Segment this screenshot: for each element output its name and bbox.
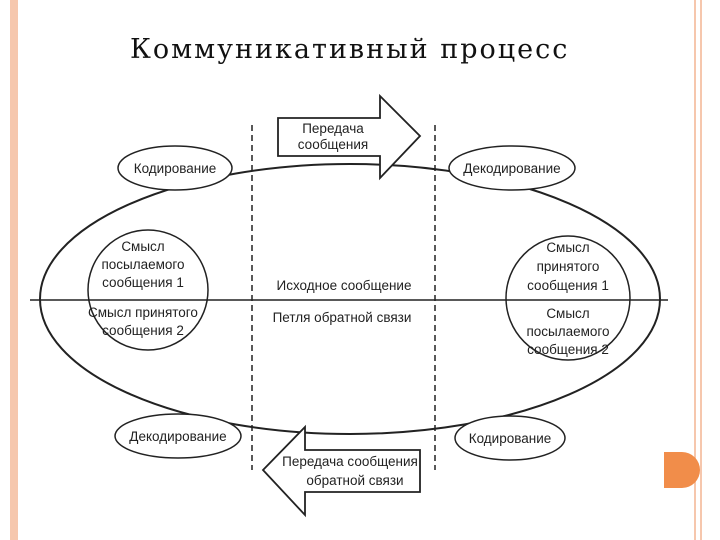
slide-title: Коммуникативный процесс: [130, 34, 570, 65]
arrow-forward-message: Передача сообщения: [277, 93, 422, 181]
process-cycle-ellipse: [39, 163, 661, 435]
arrow-forward-line-2: сообщения: [298, 137, 368, 152]
node-label: Кодирование: [134, 161, 217, 176]
node-encoding-top-left: Кодирование: [117, 145, 233, 191]
left-upper-line-2: посылаемого: [101, 257, 184, 272]
node-label: Кодирование: [469, 431, 552, 446]
node-meaning-left: Смысл посылаемого сообщения 1 Смысл прин…: [87, 229, 209, 351]
center-label-source-message: Исходное сообщение: [277, 278, 412, 293]
arrow-forward-line-1: Передача: [302, 121, 364, 136]
arrow-feedback-line-2: обратной связи: [306, 473, 403, 488]
right-upper-line-2: принятого: [537, 259, 600, 274]
node-decoding-top-right: Декодирование: [448, 145, 576, 191]
arrow-feedback-message: Передача сообщения обратной связи: [261, 424, 421, 518]
left-upper-line-1: Смысл: [121, 239, 164, 254]
right-lower-line-2: посылаемого: [526, 324, 609, 339]
slide-frame-left: [10, 0, 18, 540]
left-upper-line-3: сообщения 1: [102, 275, 184, 290]
right-lower-line-1: Смысл: [546, 306, 589, 321]
center-label-feedback-loop: Петля обратной связи: [273, 310, 412, 325]
node-meaning-right: Смысл принятого сообщения 1 Смысл посыла…: [505, 235, 631, 361]
slide-frame-right-line: [700, 0, 702, 540]
left-lower-line-1: Смысл принятого: [88, 305, 198, 320]
right-lower-line-3: сообщения 2: [527, 342, 609, 357]
right-upper-line-3: сообщения 1: [527, 278, 609, 293]
node-label: Декодирование: [129, 429, 226, 444]
node-label: Декодирование: [463, 161, 560, 176]
left-lower-line-2: сообщения 2: [102, 323, 184, 338]
node-decoding-bottom-left: Декодирование: [114, 413, 242, 459]
slide-accent-tab: [664, 452, 700, 488]
node-encoding-bottom-right: Кодирование: [454, 415, 566, 461]
right-upper-line-1: Смысл: [546, 240, 589, 255]
slide-frame-right-line: [694, 0, 696, 540]
arrow-feedback-line-1: Передача сообщения: [282, 454, 418, 469]
